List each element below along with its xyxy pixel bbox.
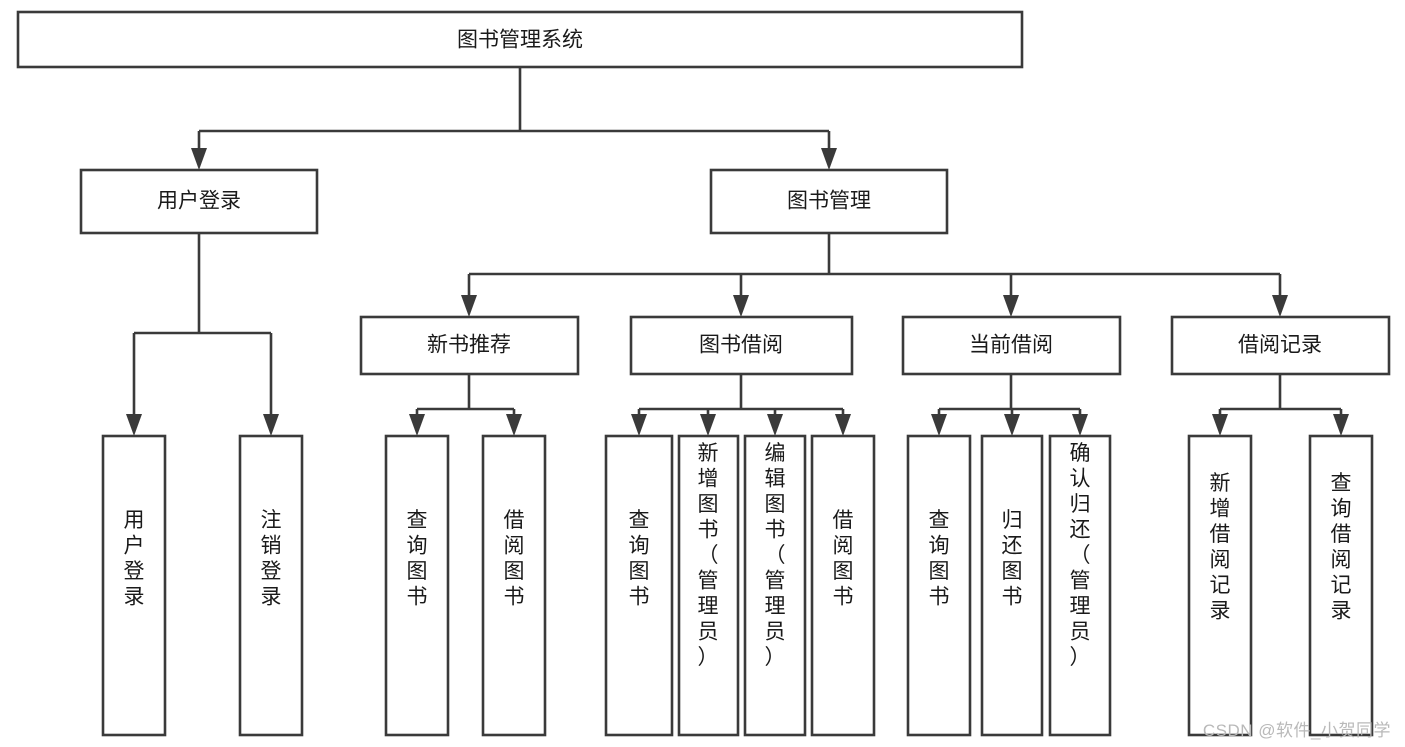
arrow-to-leaf-borrow-book-2 — [835, 414, 851, 436]
node-leaf-edit-book-admin-label: 编辑图书（管理员） — [765, 442, 786, 669]
node-new-book-recommend[interactable]: 新书推荐 — [359, 315, 580, 376]
node-leaf-confirm-return-admin-box[interactable] — [1048, 434, 1112, 737]
node-book-borrow-label: 图书借阅 — [699, 334, 783, 357]
edges-layer — [126, 67, 1349, 436]
node-book-management[interactable]: 图书管理 — [709, 168, 949, 235]
node-borrow-record[interactable]: 借阅记录 — [1170, 315, 1391, 376]
node-book-management-label: 图书管理 — [787, 190, 871, 213]
node-leaf-confirm-return-admin-label: 确认归还（管理员） — [1070, 442, 1091, 669]
arrow-to-leaf-add-book-admin — [700, 414, 716, 436]
node-leaf-user-login-label: 用户登录 — [124, 509, 145, 609]
node-book-management-box[interactable] — [709, 168, 949, 235]
node-leaf-return-book-box[interactable] — [980, 434, 1044, 737]
node-leaf-query-book-3-label: 查询图书 — [929, 509, 950, 609]
node-leaf-logout-login-label: 注销登录 — [261, 509, 282, 609]
node-root-box[interactable] — [16, 10, 1024, 69]
node-leaf-add-book-admin-box[interactable] — [677, 434, 740, 737]
csdn-watermark: CSDN @软件_小贺同学 — [1202, 721, 1391, 740]
arrow-to-current-borrow — [1003, 295, 1019, 317]
arrow-to-leaf-return-book — [1004, 414, 1020, 436]
node-leaf-add-borrow-record-label: 新增借阅记录 — [1210, 472, 1231, 623]
node-leaf-logout-login-box[interactable] — [238, 434, 304, 737]
node-leaf-borrow-book-1-box[interactable] — [481, 434, 547, 737]
node-leaf-borrow-book-1-label: 借阅图书 — [504, 509, 525, 609]
node-root-label: 图书管理系统 — [457, 29, 583, 52]
arrow-to-leaf-logout-login — [263, 414, 279, 436]
node-book-borrow[interactable]: 图书借阅 — [629, 315, 854, 376]
node-leaf-add-borrow-record-box[interactable] — [1187, 434, 1253, 737]
node-leaf-borrow-book-2-box[interactable] — [810, 434, 876, 737]
node-root[interactable]: 图书管理系统 — [16, 10, 1024, 69]
arrow-to-leaf-query-borrow-record — [1333, 414, 1349, 436]
arrow-to-new-book-recommend — [461, 295, 477, 317]
arrow-to-leaf-query-book-2 — [631, 414, 647, 436]
node-user-login-box[interactable] — [79, 168, 319, 235]
node-new-book-recommend-label: 新书推荐 — [427, 334, 511, 357]
arrow-to-book-management — [821, 148, 837, 170]
arrow-to-leaf-query-book-1 — [409, 414, 425, 436]
node-leaf-query-borrow-record-box[interactable] — [1308, 434, 1374, 737]
node-leaf-query-book-2-box[interactable] — [604, 434, 674, 737]
leaf-nodes-layer — [101, 434, 1374, 737]
arrow-to-user-login — [191, 148, 207, 170]
arrow-to-leaf-confirm-return-admin — [1072, 414, 1088, 436]
node-book-borrow-box[interactable] — [629, 315, 854, 376]
node-leaf-query-book-3-box[interactable] — [906, 434, 972, 737]
node-leaf-query-book-2-label: 查询图书 — [629, 509, 650, 609]
node-leaf-query-borrow-record-label: 查询借阅记录 — [1331, 472, 1352, 623]
node-user-login[interactable]: 用户登录 — [79, 168, 319, 235]
node-current-borrow[interactable]: 当前借阅 — [901, 315, 1122, 376]
arrow-to-borrow-record — [1272, 295, 1288, 317]
node-leaf-query-book-1-label: 查询图书 — [407, 509, 428, 609]
node-current-borrow-label: 当前借阅 — [969, 334, 1053, 357]
node-leaf-user-login-box[interactable] — [101, 434, 167, 737]
arrow-to-leaf-add-borrow-record — [1212, 414, 1228, 436]
node-leaf-return-book-label: 归还图书 — [1002, 509, 1023, 609]
node-new-book-recommend-box[interactable] — [359, 315, 580, 376]
node-leaf-add-book-admin-label: 新增图书（管理员） — [698, 442, 719, 669]
node-borrow-record-label: 借阅记录 — [1238, 334, 1322, 357]
arrow-to-leaf-user-login — [126, 414, 142, 436]
node-leaf-borrow-book-2-label: 借阅图书 — [833, 509, 854, 609]
nodes-layer: 图书管理系统 用户登录 图书管理 新书推荐 图书借阅 当前 — [16, 10, 1391, 737]
leaf-labels-layer: 用户登录 注销登录 查询图书 借阅图书 查询图书 新增图书（管理员） 编辑图书（… — [124, 442, 1352, 669]
arrow-to-book-borrow — [733, 295, 749, 317]
node-current-borrow-box[interactable] — [901, 315, 1122, 376]
node-leaf-query-book-1-box[interactable] — [384, 434, 450, 737]
arrow-to-leaf-edit-book-admin — [767, 414, 783, 436]
node-leaf-edit-book-admin-box[interactable] — [743, 434, 807, 737]
node-user-login-label: 用户登录 — [157, 190, 241, 213]
node-borrow-record-box[interactable] — [1170, 315, 1391, 376]
arrow-to-leaf-borrow-book-1 — [506, 414, 522, 436]
arrow-to-leaf-query-book-3 — [931, 414, 947, 436]
